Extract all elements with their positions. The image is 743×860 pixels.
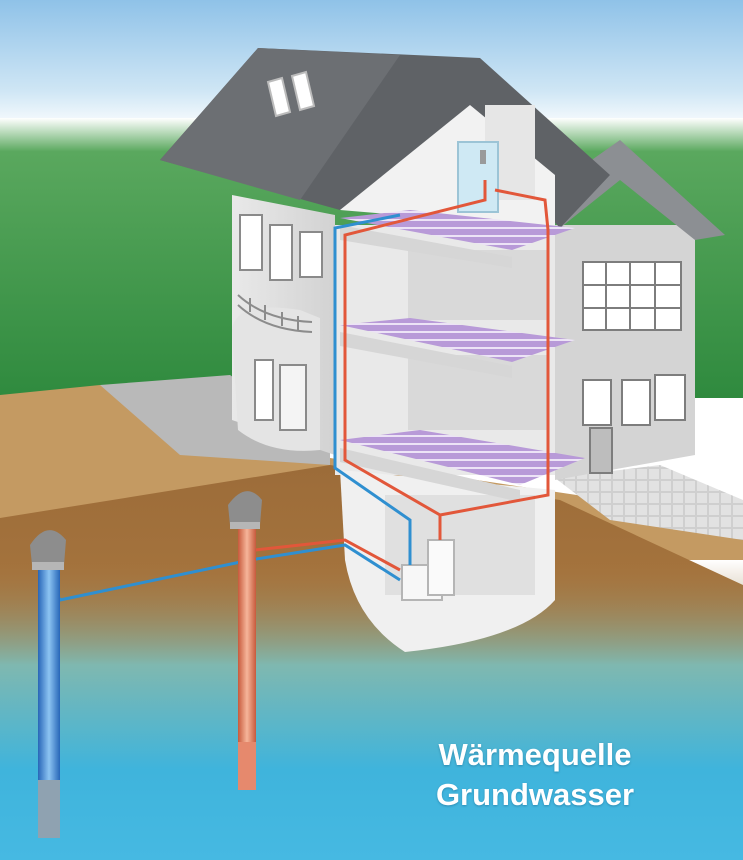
balcony-railing bbox=[237, 294, 313, 333]
caption: Wärmequelle Grundwasser bbox=[370, 735, 700, 815]
floor-heating-attic bbox=[340, 210, 575, 250]
floor-slab-ground bbox=[340, 448, 520, 502]
floor-slab-attic bbox=[340, 225, 512, 268]
roof-windows bbox=[266, 70, 316, 118]
heat-pump-icon bbox=[401, 539, 455, 601]
house-pipes bbox=[333, 180, 550, 565]
injection-well-icon bbox=[228, 491, 262, 790]
supply-pipe bbox=[343, 180, 550, 540]
right-wing-windows bbox=[582, 261, 686, 474]
floor-heating-ground bbox=[340, 430, 585, 485]
right-wing-roof bbox=[535, 140, 725, 240]
suction-well-icon bbox=[30, 530, 66, 838]
paved-path bbox=[555, 465, 743, 540]
return-pipe bbox=[333, 213, 412, 565]
caption-line-1: Wärmequelle bbox=[438, 737, 632, 772]
caption-line-2: Grundwasser bbox=[435, 777, 635, 812]
left-wing-windows bbox=[239, 214, 323, 431]
floor-slab-upper bbox=[340, 332, 512, 378]
floor-heating-icon bbox=[340, 210, 585, 502]
floor-heating-upper bbox=[340, 318, 575, 362]
roof-tiles-shade bbox=[160, 48, 400, 200]
